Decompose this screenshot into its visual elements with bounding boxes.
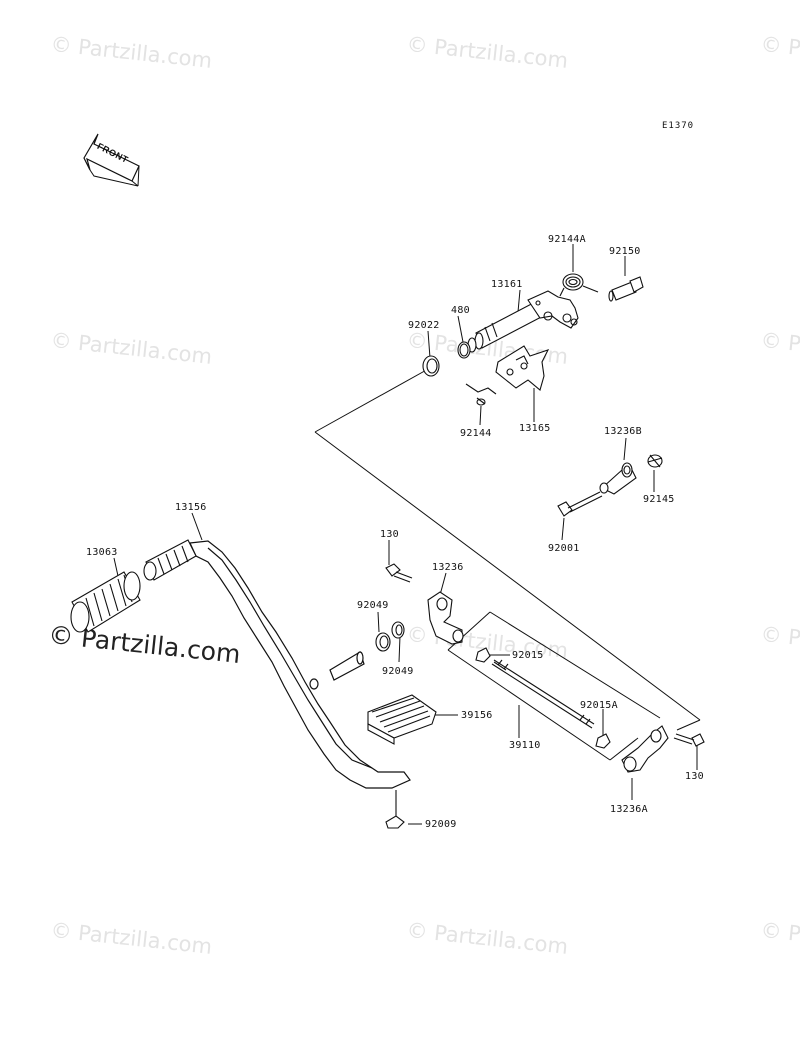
part-label-13236A[interactable]: 13236A (610, 804, 648, 815)
pedal-rubber-39156 (367, 694, 437, 745)
part-label-39110[interactable]: 39110 (509, 740, 541, 751)
part-label-92144[interactable]: 92144 (460, 428, 492, 439)
assembly-lines (314, 367, 701, 761)
part-label-92049-a[interactable]: 92049 (357, 600, 389, 611)
arm-13236A (621, 725, 669, 773)
part-label-92049-b[interactable]: 92049 (382, 666, 414, 677)
shift-shaft (467, 290, 579, 353)
part-label-92001[interactable]: 92001 (548, 543, 580, 554)
plate-13165 (495, 345, 550, 391)
leader-lines (113, 244, 698, 825)
part-label-92015[interactable]: 92015 (512, 650, 544, 661)
tie-rod-39110 (491, 659, 595, 729)
clip-92145 (647, 454, 663, 468)
washer-92049-a (375, 632, 391, 652)
nut-92015 (475, 647, 491, 663)
part-label-39156[interactable]: 39156 (461, 710, 493, 721)
part-label-92145[interactable]: 92145 (643, 494, 675, 505)
part-label-92150[interactable]: 92150 (609, 246, 641, 257)
arm-13236 (427, 591, 464, 645)
bolt-130-lower (673, 733, 705, 747)
nut-92009 (385, 790, 405, 829)
part-label-130-upper[interactable]: 130 (380, 529, 399, 540)
part-label-13236B[interactable]: 13236B (604, 426, 642, 437)
part-label-13156[interactable]: 13156 (175, 502, 207, 513)
nut-92015A (595, 733, 611, 749)
ring-480 (457, 341, 471, 359)
part-label-92015A[interactable]: 92015A (580, 700, 618, 711)
diagram-code: E1370 (662, 121, 695, 131)
rubber-grip-13063 (70, 571, 141, 633)
part-label-480[interactable]: 480 (451, 305, 470, 316)
part-label-130-lower[interactable]: 130 (685, 771, 704, 782)
part-label-92009[interactable]: 92009 (425, 819, 457, 830)
bolt-130-upper (385, 563, 413, 583)
bolt-92150 (608, 276, 644, 302)
shift-pedal-lever (189, 540, 411, 789)
part-label-13161[interactable]: 13161 (491, 279, 523, 290)
part-label-13165[interactable]: 13165 (519, 423, 551, 434)
bolt-92001 (557, 491, 603, 517)
part-label-13063[interactable]: 13063 (86, 547, 118, 558)
part-label-92144A[interactable]: 92144A (548, 234, 586, 245)
front-arrow-icon (83, 133, 140, 187)
part-label-13236[interactable]: 13236 (432, 562, 464, 573)
part-label-92022[interactable]: 92022 (408, 320, 440, 331)
spring-92144A (559, 273, 599, 297)
spring-92144 (465, 383, 497, 406)
arm-13236B (599, 462, 637, 495)
washer-92049-b (391, 621, 405, 639)
pedal-peg (143, 539, 197, 581)
washer-92022 (422, 355, 440, 377)
